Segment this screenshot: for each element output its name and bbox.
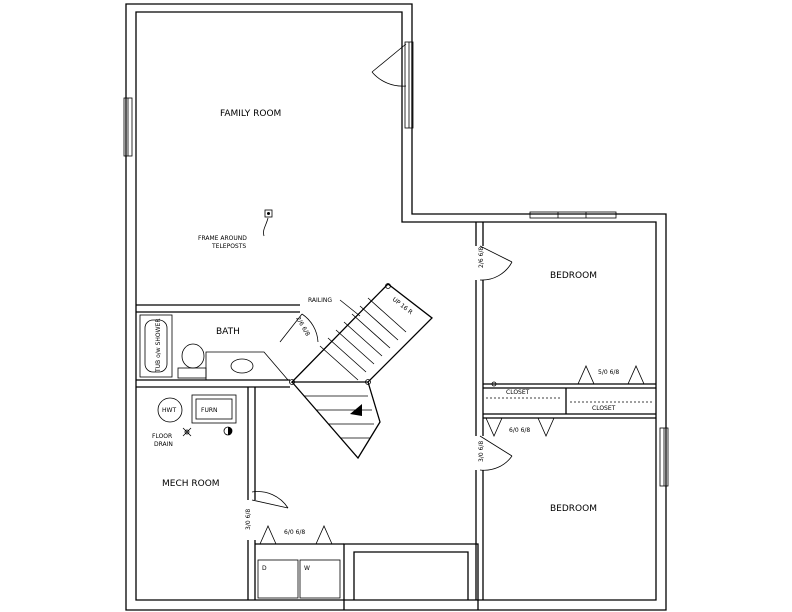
furnace-label: FURN [201,407,218,414]
window-east-upper [404,41,414,129]
staircase [289,283,433,460]
bedroom1-door-size: 2/6 6/8 [478,247,485,268]
room-label-mech-room: MECH ROOM [162,479,220,489]
door-family-room [371,43,407,87]
railing-label: RAILING [308,297,332,304]
dryer [257,559,299,599]
bottom-notch-inner [353,551,469,600]
closet2-door-size: 6/0 6/8 [509,427,530,434]
closet-bifold-lower [485,417,555,437]
railing-leader [339,299,361,317]
bathtub [139,314,173,378]
bedroom-west-wall [475,222,484,600]
bath-south-wall [136,379,290,388]
door-mech [251,491,289,509]
floor-drain-label-1: FLOOR [152,433,172,440]
bottom-notch-outer [343,543,479,610]
hwt-label: HWT [162,407,176,414]
washer-label: W [304,565,310,572]
hwt-tank [157,397,183,423]
laundry-door-size: 6/0 6/8 [284,529,305,536]
tub-label: TUB o/w SHOWER [155,318,162,373]
furnace [191,394,237,424]
closet-wall-top [483,383,656,389]
vanity-sink [205,351,289,381]
bath-north-wall [136,304,300,313]
mech-door-size: 3/0 6/8 [245,509,252,530]
mech-east-wall-lower [247,540,256,600]
floor-drain-label-2: DRAIN [154,441,173,448]
exterior-wall-outer [125,3,667,611]
exterior-wall-inner [135,11,657,601]
mech-east-wall [247,387,256,500]
laundry-bifold-door [259,525,333,545]
washer [299,559,341,599]
stair-up-label: UP 16 R [391,296,414,316]
note-frame-around: FRAME AROUND [198,235,247,242]
bath-door-size: 2/6 6/8 [294,316,311,338]
window-east-lower [659,427,669,487]
window-west [123,97,133,157]
closet-bifold-upper [577,365,645,385]
window-north-bedroom [529,211,617,219]
closet-rod-mark [491,381,497,387]
room-label-bedroom-upper: BEDROOM [550,271,597,281]
room-label-family-room: FAMILY ROOM [220,109,281,119]
closet1-door-size: 5/0 6/8 [598,369,619,376]
telepost-icon [263,209,273,237]
sump-icon [223,426,233,436]
door-bedroom-lower [479,435,513,471]
closet-wall-bottom [483,413,656,419]
note-teleposts: TELEPOSTS [211,243,246,250]
floor-drain-icon [182,427,192,437]
closet-label-2: CLOSET [592,405,616,412]
room-label-bedroom-lower: BEDROOM [550,504,597,514]
dryer-label: D [262,565,267,572]
bedroom2-door-size: 3/0 6/8 [478,441,485,462]
door-bath [279,313,319,343]
room-label-bath: BATH [216,327,240,337]
door-bedroom-upper [479,245,513,281]
toilet [177,343,207,379]
closet-label-1: CLOSET [506,389,530,396]
